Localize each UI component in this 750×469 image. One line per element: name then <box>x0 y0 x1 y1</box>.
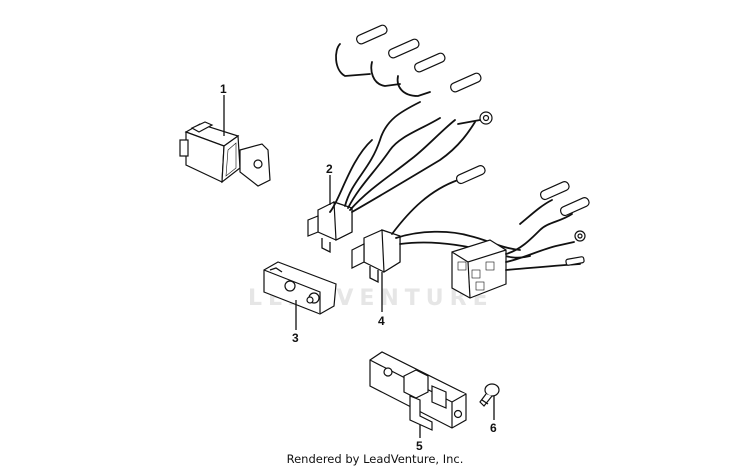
part-6-screw[interactable] <box>479 383 500 407</box>
part-2-switch-harness[interactable] <box>307 24 493 254</box>
callout-3: 3 <box>292 331 299 345</box>
part-3-bracket[interactable] <box>263 261 337 315</box>
part-5-mounting-bracket[interactable] <box>369 351 467 431</box>
part-1-relay[interactable] <box>179 121 271 187</box>
callout-1: 1 <box>220 82 227 96</box>
callout-5: 5 <box>416 439 423 453</box>
callout-2: 2 <box>326 162 333 176</box>
footer-credit: Rendered by LeadVenture, Inc. <box>286 452 464 466</box>
callout-4: 4 <box>378 314 385 328</box>
callout-6: 6 <box>490 421 497 435</box>
part-4-switch-connector[interactable] <box>351 164 590 299</box>
